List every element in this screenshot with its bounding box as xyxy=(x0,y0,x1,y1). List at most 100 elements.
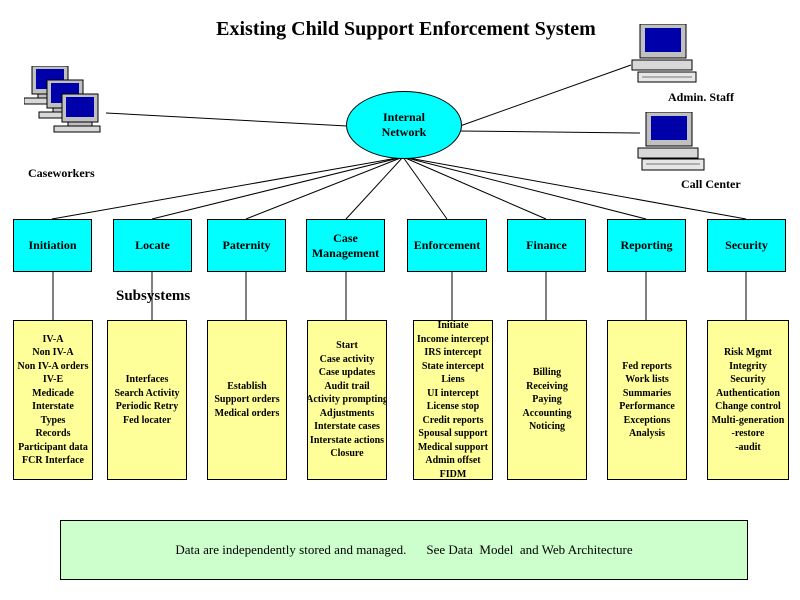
link-initiation xyxy=(51,156,404,220)
subsystem-item: Admin offset xyxy=(425,455,481,466)
subsystem-item: Closure xyxy=(330,448,364,460)
subsystem-item: Work lists xyxy=(625,374,669,385)
admin-staff-computer-icon xyxy=(631,24,697,83)
subsystem-item: Records xyxy=(35,428,71,439)
caseworkers-label: Caseworkers xyxy=(28,166,95,180)
subsystem-item: Analysis xyxy=(628,428,666,439)
note-text-see-also: See Data Model and Web Architecture xyxy=(426,542,633,557)
subsystem-item: Billing xyxy=(532,367,562,379)
subsystem-item: FCR Interface xyxy=(22,455,84,466)
link-call-center xyxy=(459,130,641,134)
subsystem-item: Establish xyxy=(227,380,267,392)
data-storage-note: Data are independently stored and manage… xyxy=(60,520,748,580)
module-security: Security xyxy=(707,219,786,272)
subsystem-item: Spousal support xyxy=(418,428,488,439)
subsystem-item: Interstate xyxy=(32,401,74,412)
internal-network-node: Internal Network xyxy=(346,91,462,159)
module-paternity: Paternity xyxy=(207,219,286,272)
link-caseworkers xyxy=(105,112,348,127)
subsystem-item: Case activity xyxy=(319,353,375,365)
network-label-line2: Network xyxy=(381,125,427,139)
subsystem-item: Risk Mgmt xyxy=(723,347,773,358)
link-admin-staff xyxy=(459,64,632,127)
link-paternity xyxy=(245,156,404,220)
caseworkers-computer-icon xyxy=(24,66,101,133)
subsystem-item: Medical support xyxy=(417,441,489,453)
subsystem-item: FIDM xyxy=(439,468,467,480)
subsystem-item: Activity prompting xyxy=(307,394,387,406)
subsystem-item: UI intercept xyxy=(427,387,479,399)
subsystem-item: Summaries xyxy=(622,387,672,399)
subsystem-item: Periodic Retry xyxy=(115,401,179,412)
subsystem-item: License stop xyxy=(426,401,480,412)
subsystem-item: Interfaces xyxy=(125,374,169,385)
module-reporting: Reporting xyxy=(607,219,686,272)
module-finance: Finance xyxy=(507,219,586,272)
subsystem-item: Support orders xyxy=(214,394,280,406)
call-center-computer-icon xyxy=(637,112,705,171)
subsystem-item: Paying xyxy=(532,394,562,406)
diagram-title: Existing Child Support Enforcement Syste… xyxy=(216,18,596,40)
subsystem-item: Authentication xyxy=(716,387,780,399)
subsystem-item: Change control xyxy=(715,401,781,412)
subsystem-item: IV-A xyxy=(42,333,64,345)
subsystems-label: Subsystems xyxy=(116,288,191,304)
subsystem-item: State intercept xyxy=(421,360,485,372)
link-security xyxy=(402,156,747,220)
subsystem-item: Fed locater xyxy=(122,414,172,426)
module-enforcement: Enforcement xyxy=(407,219,487,272)
subsystem-item: Search Activity xyxy=(114,387,180,399)
subsystem-item: Multi-generation xyxy=(711,414,785,426)
subsystem-item: Audit trail xyxy=(324,380,370,392)
link-reporting xyxy=(402,156,647,220)
subsystem-item: Noticing xyxy=(528,421,566,433)
subsystem-item: Case updates xyxy=(318,367,376,379)
subsystem-item: Initiate xyxy=(437,320,469,331)
subsystem-item: IRS intercept xyxy=(424,347,482,358)
module-initiation: Initiation xyxy=(13,219,92,272)
subsystem-item: Participant data xyxy=(18,441,88,453)
subsystem-item: Medical orders xyxy=(214,407,280,419)
module-case-management: Case Management xyxy=(306,219,385,272)
subsystem-item: Interstate actions xyxy=(309,434,385,446)
link-enforcement xyxy=(402,156,448,220)
admin-staff-label: Admin. Staff xyxy=(668,90,735,104)
subsystem-item: Start xyxy=(336,340,358,352)
subsystem-item: Medicade xyxy=(32,387,74,399)
subsystem-item: Integrity xyxy=(729,360,767,372)
link-finance xyxy=(402,156,547,220)
subsystem-item: -audit xyxy=(735,441,761,453)
subsystem-item: Performance xyxy=(619,401,675,412)
subsystem-item: Fed reports xyxy=(622,360,672,372)
subsystem-item: Types xyxy=(40,414,66,426)
subsystem-item: Liens xyxy=(441,374,465,385)
subsystem-item: -restore xyxy=(731,428,765,439)
subsystem-item: Accounting xyxy=(522,407,572,419)
subsystem-item: IV-E xyxy=(42,374,64,385)
subsystem-item: Receiving xyxy=(526,380,568,392)
subsystem-item: Income intercept xyxy=(416,333,490,345)
subsystem-item: Non IV-A xyxy=(32,347,74,358)
call-center-label: Call Center xyxy=(681,177,741,191)
network-label-line1: Internal xyxy=(383,110,425,124)
subsystem-item: Credit reports xyxy=(422,414,484,426)
subsystem-item: Adjustments xyxy=(319,407,375,419)
subsystem-item: Non IV-A orders xyxy=(17,360,89,372)
note-text-storage: Data are independently stored and manage… xyxy=(175,542,407,557)
